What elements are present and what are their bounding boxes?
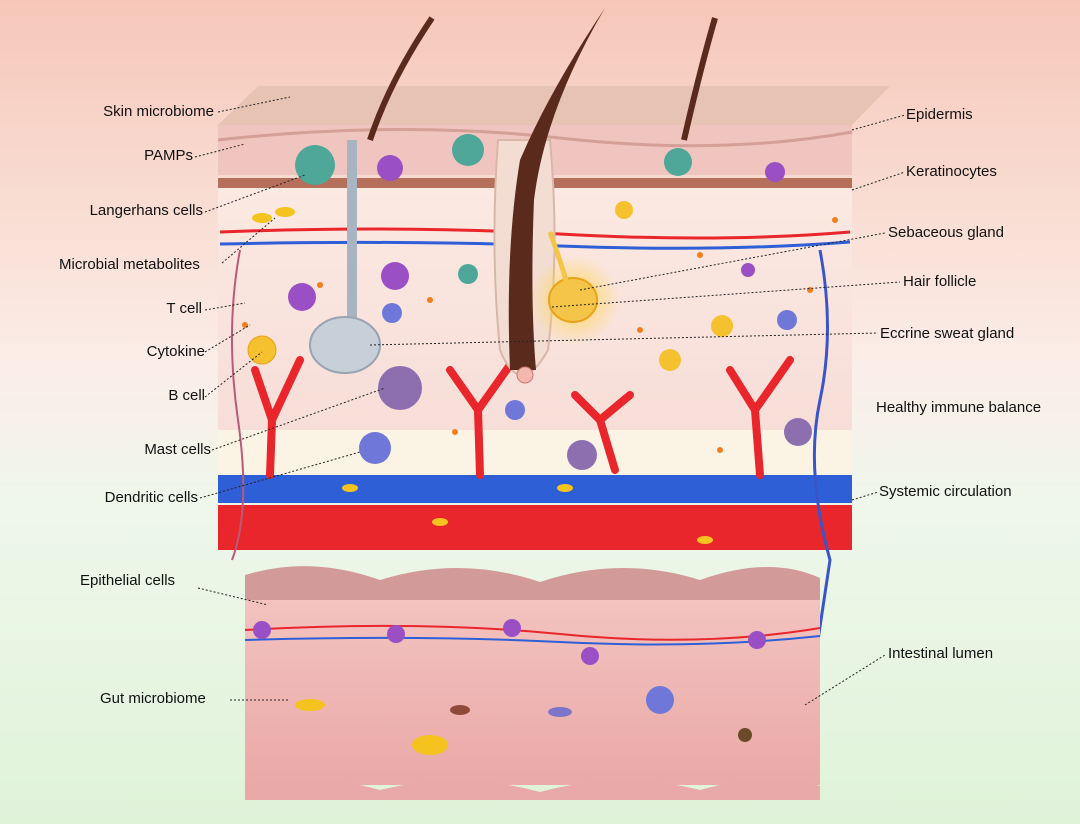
label-eccrine-sweat-gland: Eccrine sweat gland — [880, 325, 1015, 342]
cytokines — [242, 217, 838, 453]
gut-tissue — [245, 600, 820, 785]
label-intestinal-lumen: Intestinal lumen — [888, 645, 994, 662]
hair-right — [681, 17, 718, 141]
microbial-metabolites — [252, 207, 713, 544]
label-t-cell: T cell — [166, 300, 202, 317]
label-mast-cells: Mast cells — [144, 441, 211, 458]
gut-microbiome — [295, 686, 752, 755]
hair-shaft — [508, 8, 605, 370]
label-epithelial-cells: Epithelial cells — [80, 572, 176, 589]
langerhans-cells — [295, 134, 692, 284]
hair-left — [367, 16, 435, 141]
label-keratinocytes: Keratinocytes — [906, 163, 997, 180]
leader-lines — [194, 96, 906, 706]
label-cytokine: Cytokine — [146, 343, 205, 360]
systemic-artery — [218, 505, 852, 550]
label-langerhans-cells: Langerhans cells — [89, 202, 203, 219]
label-dendritic-cells: Dendritic cells — [104, 489, 198, 506]
label-pamps: PAMPs — [144, 147, 193, 164]
label-b-cell: B cell — [168, 387, 205, 404]
label-epidermis: Epidermis — [906, 106, 973, 123]
t-cells — [288, 155, 785, 311]
eccrine-sweat-gland — [309, 316, 381, 374]
sebaceous-gland — [548, 277, 598, 323]
dendritic-cells — [359, 303, 797, 464]
label-microbial-metabolites: Microbial metabolites — [59, 256, 200, 273]
gut-epithelium — [245, 566, 820, 600]
label-sebaceous-gland: Sebaceous gland — [888, 224, 1004, 241]
label-gut-microbiome: Gut microbiome — [100, 690, 206, 707]
gut-immune-cells — [253, 619, 766, 665]
label-healthy-immune-balance: Healthy immune balance — [876, 399, 1042, 416]
systemic-vein — [218, 475, 852, 503]
fat-layer — [218, 430, 852, 475]
label-systemic-circulation: Systemic circulation — [879, 483, 1012, 500]
label-hair-follicle: Hair follicle — [903, 273, 977, 290]
b-cells — [247, 201, 733, 371]
label-skin-microbiome: Skin microbiome — [103, 103, 214, 120]
mast-cells — [378, 366, 812, 470]
